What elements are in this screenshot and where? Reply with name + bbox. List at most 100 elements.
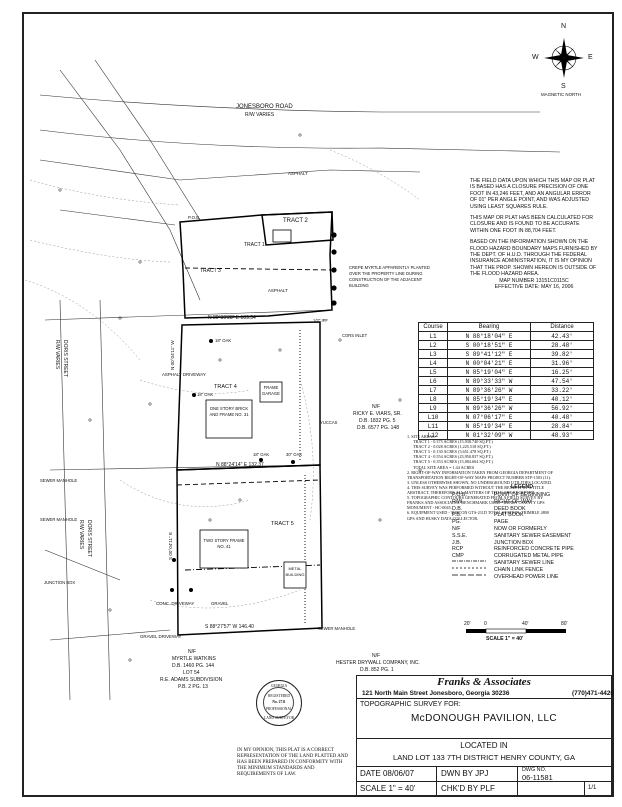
- legend-row: OVERHEAD POWER LINE: [452, 574, 592, 581]
- legend-abbreviation: RCP: [452, 546, 464, 553]
- site-note-6: 6. EQUIPMENT USED - TOPCON GTS-211D TOTA…: [407, 510, 549, 521]
- course-id: L2: [418, 340, 448, 350]
- course-bearing: N 07°06'17" E: [447, 412, 531, 422]
- legend-row: R/W RIGHT-OF-WAY: [452, 499, 592, 506]
- scale-bar: [466, 628, 566, 634]
- neighbor-east-db2: D.B. 6577 PG. 148: [357, 425, 399, 431]
- course-id: L7: [418, 385, 448, 395]
- closure-note-p5: EFFECTIVE DATE: MAY 16, 2006: [494, 284, 574, 291]
- course-bearing: N 89°36'26" W: [447, 403, 531, 413]
- course-id: L1: [418, 331, 448, 341]
- neighbor-sw-subdivision: R.E. ADAMS SUBDIVISION: [160, 677, 223, 683]
- oak-label-2: 18" OAK: [197, 392, 214, 397]
- course-distance: 42.43': [530, 331, 594, 341]
- doris-street-label-1: DORIS STREET: [62, 340, 68, 377]
- course-distance: 33.22': [530, 385, 594, 395]
- date-field: DATE 08/06/07: [360, 769, 415, 778]
- course-distance: 48.93': [530, 430, 594, 440]
- site-note-1: 1. SITE AREAS:: [407, 434, 436, 439]
- neighbor-sw-db: D.B. 1460 PG. 144: [172, 663, 214, 669]
- site-note-4: 4. THIS SURVEY WAS PERFORMED WITHOUT THE…: [407, 484, 545, 496]
- sewer-manhole-1: SEWER MANHOLE: [40, 478, 78, 483]
- tract-area-list: TRACT 1 - 0.375 ACRES (15,938.740 SQ.FT.…: [407, 439, 555, 470]
- legend-abbreviation: PG.: [452, 519, 462, 526]
- metal-building-label: METAL BUILDING: [285, 566, 305, 577]
- closure-note-p2: THIS MAP OR PLAT HAS BEEN CALCULATED FOR…: [470, 215, 593, 234]
- course-distance: 40.12': [530, 394, 594, 404]
- seal-top-text: GEORGIA: [270, 684, 288, 688]
- course-distance: 28.84': [530, 421, 594, 431]
- bearing-west: S 00°04'11" E: [168, 531, 173, 560]
- course-id: L3: [418, 349, 448, 359]
- location-text: LAND LOT 133 7TH DISTRICT HENRY COUNTY, …: [392, 753, 576, 762]
- tract-2-boundary: [261, 211, 334, 246]
- legend-row: S.S.E.SANITARY SEWER EASEMENT: [452, 533, 592, 540]
- cors-inlet-label: CORS INLET: [342, 333, 368, 338]
- yuccas-label: YUCCAS: [320, 420, 338, 425]
- firm-name: Franks & Associates: [437, 676, 531, 688]
- doris-street-rw-2: R/W VARIES: [78, 520, 84, 550]
- legend-description: SANITARY SEWER LINE: [494, 559, 555, 566]
- west-label: W: [532, 54, 539, 61]
- magnetic-north-label: MAGNETIC NORTH: [541, 92, 581, 97]
- legend-row: P.B.PLAT BOOK: [452, 512, 592, 519]
- legend-description: SANITARY SEWER EASEMENT: [494, 532, 572, 539]
- course-id: L8: [418, 394, 448, 404]
- neighbor-sw-lot: LOT 54: [183, 670, 200, 676]
- scale-tick-40: 40': [522, 621, 529, 627]
- title-divider-v1: [436, 766, 437, 796]
- property-boundaries: [176, 211, 334, 636]
- located-in-label: LOCATED IN: [460, 741, 508, 750]
- tract-area-item: TRACT 4 - 0.554 ACRES (23,950.837 SQ.FT.…: [413, 454, 493, 460]
- site-note-2: 2. RIGHT-OF-WAY INFORMATION TAKEN FROM G…: [407, 469, 553, 480]
- scale-tick-80: 80': [561, 621, 568, 627]
- course-id: L5: [418, 367, 448, 377]
- site-note-3: 3. UNLESS OTHERWISE SHOWN, NO UNDERGROUN…: [407, 479, 552, 485]
- tract-area-item: TRACT 3 - 0.130 ACRES (5,651.478 SQ.FT.): [413, 449, 491, 455]
- course-distance: 31.96': [530, 358, 594, 368]
- north-arrow: [544, 38, 584, 78]
- legend-abbreviation: R/W: [452, 498, 463, 505]
- dwg-no-label: DWG NO.: [522, 767, 547, 773]
- neighbor-sw-nf: N/F: [188, 649, 197, 655]
- legend-abbreviation: [452, 574, 494, 581]
- contours: [24, 149, 421, 609]
- legend-description: JUNCTION BOX: [494, 539, 534, 546]
- legend-abbreviation: [452, 567, 494, 574]
- legend-abbreviation: N/F: [452, 525, 461, 532]
- legend-description: RIGHT-OF-WAY: [494, 498, 533, 505]
- scale-bar-label: SCALE 1" = 40': [486, 636, 524, 642]
- gravel-driveway-label: GRAVEL DRIVEWAY: [140, 634, 182, 639]
- drawn-by-field: DWN BY JPJ: [441, 769, 489, 778]
- legend-row: P.O.B.POINT OF BEGINNING: [452, 492, 592, 499]
- legend-description: OVERHEAD POWER LINE: [494, 573, 559, 580]
- course-bearing: N 88°18'04" E: [447, 331, 531, 341]
- title-divider-1: [356, 698, 612, 699]
- course-header: Course: [418, 322, 448, 332]
- course-bearing: S 89°41'12" E: [447, 349, 531, 359]
- tract-4-label: TRACT 4: [214, 384, 237, 390]
- road-lines: [39, 59, 561, 701]
- legend-description: PAGE: [494, 519, 509, 526]
- one-story-house: [205, 399, 253, 439]
- tree-symbols: [170, 232, 337, 592]
- tract-area-item: TRACT 5 - 0.353 ACRES (15,084.664 SQ.FT.…: [413, 459, 493, 465]
- east-label: E: [588, 54, 593, 61]
- closure-note: THE FIELD DATA UPON WHICH THIS MAP OR PL…: [470, 178, 598, 291]
- course-distance: 28.48': [530, 340, 594, 350]
- title-divider-4: [356, 781, 612, 782]
- drawing-border: [22, 12, 614, 797]
- two-story-house: [199, 529, 249, 569]
- neighbor-south-name: HESTER DRYWALL COMPANY, INC.: [336, 660, 420, 666]
